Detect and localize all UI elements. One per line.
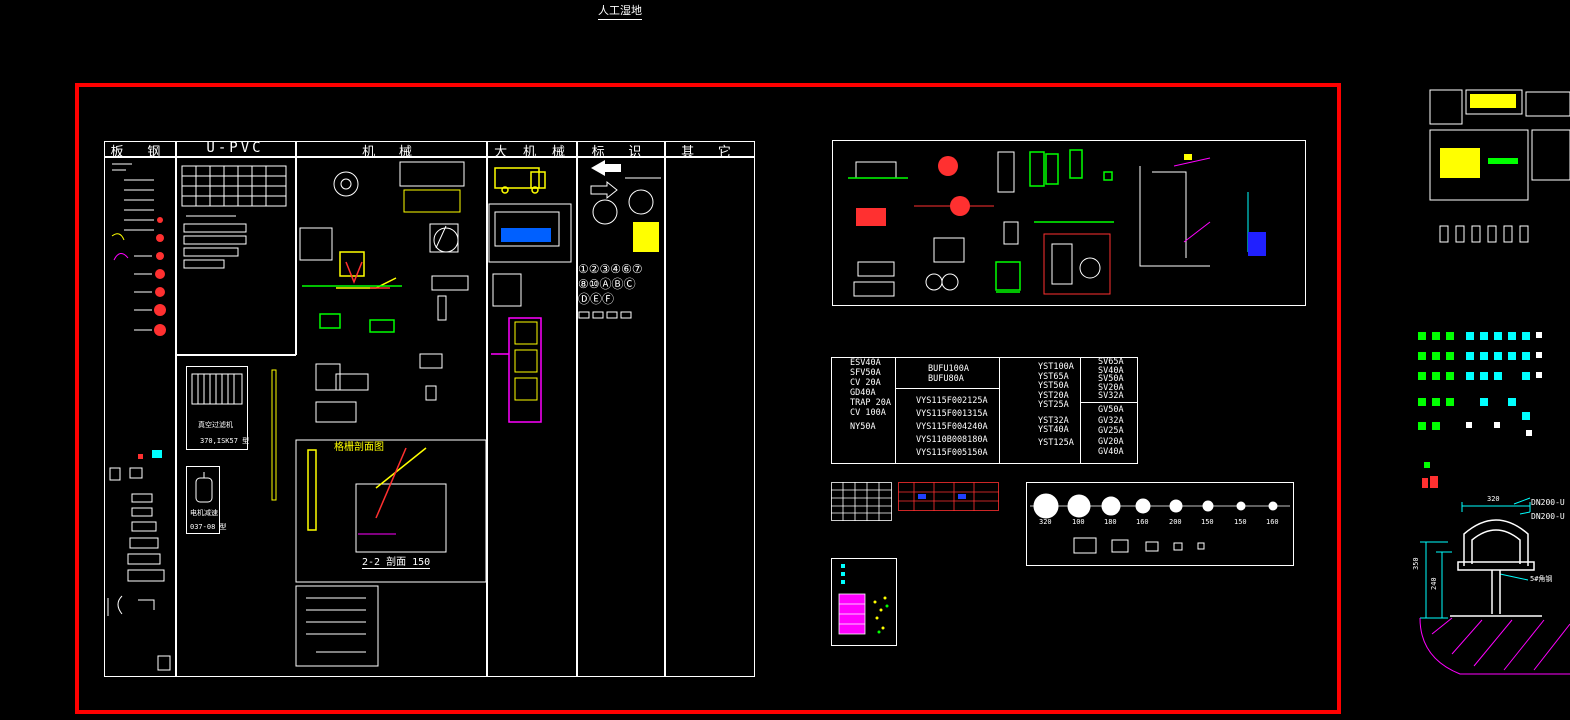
detail-width-label: 320 [1487,495,1500,503]
motor-symbol-box[interactable] [186,466,220,534]
valve-sep-1 [895,357,896,464]
right-small-markers [1422,462,1438,488]
filter-spec: 370,ISK57 型 [200,437,250,445]
col-sep-1 [175,141,177,677]
motor-symbol [195,472,213,503]
nozzle-size-5: 150 [1201,518,1214,526]
detail-note: 5#角钢 [1530,575,1553,583]
detail-height-outer: 350 [1412,557,1420,570]
nozzle-size-7: 160 [1266,518,1279,526]
valve-hline-1 [895,388,999,389]
motor-spec: 037-08 型 [190,523,227,531]
side-detail-drawing [1419,497,1570,675]
circle-markers: ①②③④⑥⑦ ⑧⑩ⒶⒷⒸ ⒹⒺⒻ [578,262,643,306]
main-frame[interactable] [75,83,1341,714]
pump-panel[interactable] [832,140,1306,306]
detail-height-inner: 240 [1430,577,1438,590]
col-sep-4 [576,141,578,677]
small-grid-table [831,482,892,521]
legend-table[interactable] [104,141,755,677]
col-sep-2 [295,141,297,355]
yellow-bar [271,369,277,501]
nozzle-size-1: 100 [1072,518,1085,526]
upvc-bottom-line [175,354,296,356]
col-sep-3 [486,141,488,677]
col-sep-5 [664,141,666,677]
nozzle-panel[interactable] [1026,482,1294,566]
section-title: 格栅剖面图 [334,442,384,453]
legend-header-line [104,156,755,158]
detail-pipe-label-1: DN200-U [1531,498,1565,507]
valve-list-table[interactable] [831,357,1138,464]
header-large-machinery: 大 机 械 [494,145,569,160]
marking-symbols [578,160,661,319]
machinery-symbols [295,161,487,667]
mini-sheet[interactable] [831,558,897,646]
valve-sep-2 [999,357,1000,464]
nozzle-size-4: 200 [1169,518,1182,526]
nozzle-size-0: 320 [1039,518,1052,526]
right-thumbnails [1429,89,1570,243]
steel-symbols [107,163,171,671]
section-caption: 2-2 剖面 150 [362,557,431,569]
header-markings: 标 识 [591,145,650,160]
nozzle-size-6: 150 [1234,518,1247,526]
header-machinery: 机 械 [362,145,420,160]
detail-pipe-label-2: DN200-U [1531,512,1565,521]
nozzle-size-2: 180 [1104,518,1117,526]
nozzle-symbols [1030,493,1290,554]
filter-symbol [191,373,243,405]
filter-label: 真空过滤机 [198,421,233,429]
filter-symbol-box[interactable] [186,366,248,450]
header-steel: 板 钢 [110,145,169,160]
upvc-symbols [181,165,287,269]
mini-sheet-content [838,564,889,635]
right-symbol-grid [1418,332,1542,436]
valve-sep-3 [1080,357,1081,464]
nozzle-size-3: 160 [1136,518,1149,526]
red-grid-table [898,482,999,511]
pump-symbols [848,149,1266,297]
drawing-top-label: 人工湿地 [598,2,642,20]
valve-hline-2 [1080,402,1138,403]
header-upvc: U-PVC [206,140,264,156]
motor-label: 电机减速 [190,509,218,517]
header-other: 其 它 [681,145,739,160]
large-machinery-symbols [488,167,572,423]
